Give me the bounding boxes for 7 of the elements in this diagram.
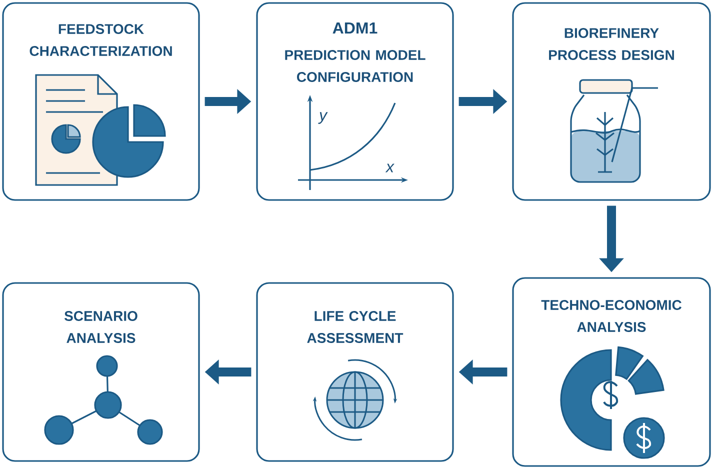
process-box: FEEDSTOCK CHARACTERIZATION [2, 2, 200, 201]
process-box: SCENARIO ANALYSIS [2, 282, 200, 462]
axis-label: x [385, 164, 394, 172]
process-box: LIFE CYCLE ASSESSMENT [256, 282, 454, 462]
axis-label: y [318, 112, 328, 124]
process-box: BIOREFINERY PROCESS DESIGN [512, 2, 711, 201]
process-box: TECHNO-ECONOMIC ANALYSIS [512, 277, 711, 467]
